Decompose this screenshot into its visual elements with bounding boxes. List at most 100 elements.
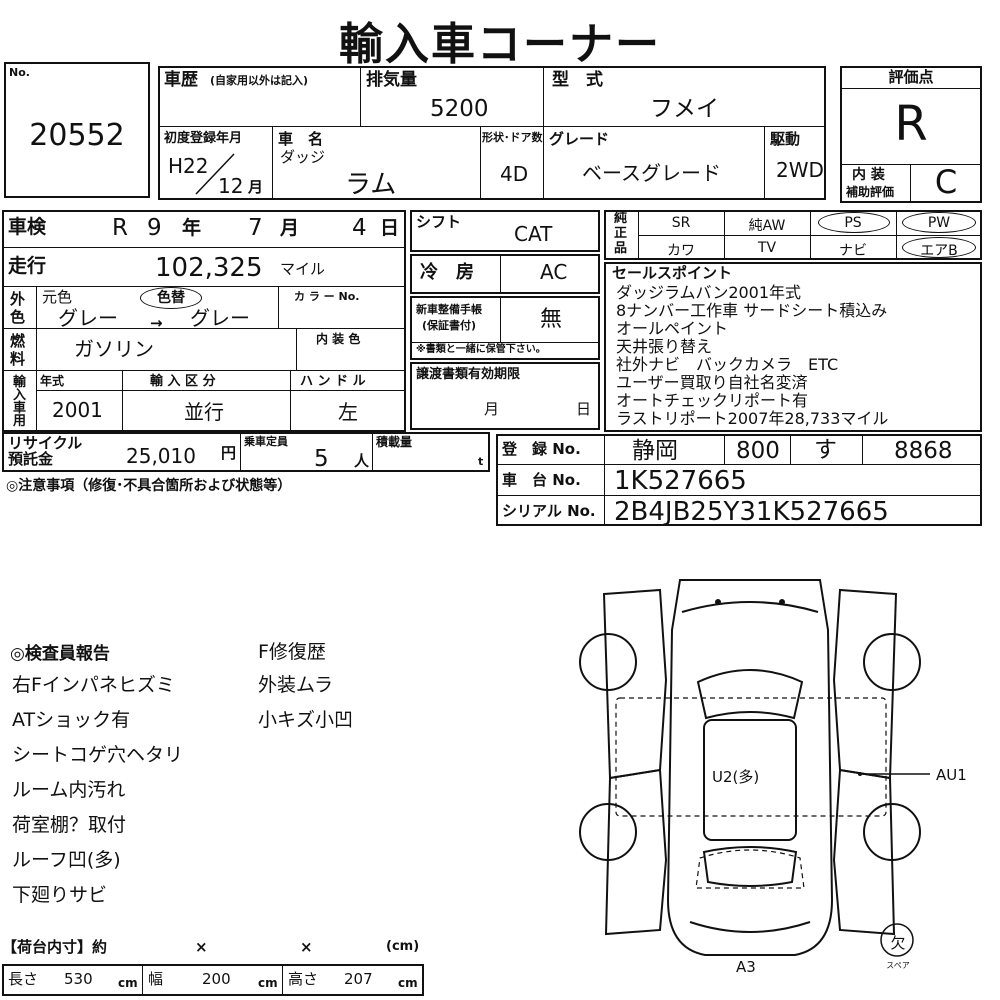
import-type-label: 輸 入 区 分 [150, 374, 216, 389]
evaluation-box [840, 66, 982, 203]
inspection-year-unit: 年 [182, 217, 202, 239]
load-unit: t [478, 455, 484, 468]
sales-point: オートチェックリポート有 [616, 391, 809, 410]
report-item: 右Fインパネヒズミ [12, 674, 175, 696]
recycle-box [2, 432, 490, 472]
cargo-height-unit: cm [398, 976, 418, 990]
inspection-year: 9 [147, 215, 162, 241]
load-label: 積載量 [376, 435, 413, 449]
evaluation-label: 評価点 [888, 68, 934, 86]
inspector-report-label: ◎検査員報告 [10, 644, 110, 664]
evaluation-score: R [894, 96, 928, 152]
first-reg-year: H22 [168, 154, 209, 178]
equip-side-3: 品 [614, 241, 628, 256]
handle-value: 左 [338, 400, 358, 424]
cargo-length-unit: cm [118, 976, 138, 990]
car-name: ラム [345, 170, 397, 200]
drive-value: 2WD [776, 158, 824, 182]
cargo-width-unit: cm [258, 976, 278, 990]
import-side-4: 用 [13, 414, 27, 429]
transfer-docs-box [410, 362, 600, 430]
equip-sr: SR [671, 215, 691, 231]
sales-point: ユーザー買取り自社名変済 [616, 373, 808, 392]
repaint-label: 色替 [157, 290, 185, 306]
equip-airbag: エアB [920, 243, 958, 259]
repaint-circle [140, 287, 202, 309]
registration-label: 登 録 No. [502, 440, 581, 458]
history-label: 車歴 [164, 70, 198, 90]
diagram-side-mark: AU1 [936, 766, 967, 784]
maintenance-label-2: (保証書付) [422, 319, 477, 332]
interior-label-2: 補助評価 [846, 185, 895, 199]
car-diagram [579, 579, 930, 957]
cargo-x2: × [300, 938, 313, 956]
spec-box [2, 210, 406, 432]
transfer-month-unit: 月 [484, 400, 500, 418]
inspection-label: 車検 [8, 216, 47, 238]
import-side-2: 入 [13, 388, 27, 403]
shift-value: CAT [514, 222, 553, 246]
maintenance-value: 無 [540, 307, 563, 332]
displacement-label: 排気量 [366, 70, 417, 90]
model-type-label: 型 式 [552, 70, 603, 90]
lot-number-box [4, 62, 150, 198]
cargo-width-label: 幅 [148, 970, 164, 988]
car-name-label: 車 名 [278, 130, 324, 148]
equip-ps: PS [844, 215, 862, 231]
report-item: 下廻りサビ [12, 884, 108, 906]
sales-point: 8ナンバー工作車 サードシート積込み [616, 301, 888, 320]
report-item: ATショック有 [12, 709, 131, 731]
chassis-value: 1K527665 [614, 466, 747, 496]
capacity-label: 乗車定員 [244, 435, 288, 448]
chassis-label: 車 台 No. [502, 471, 581, 489]
aircon-value: AC [540, 260, 568, 284]
cargo-x1: × [195, 938, 208, 956]
handle-label: ハ ン ド ル [300, 374, 366, 389]
cargo-height: 207 [344, 970, 373, 988]
lot-number: 20552 [29, 118, 125, 153]
model-year-label: 年式 [40, 374, 65, 388]
maintenance-note: ※書類と一緒に保管下さい。 [416, 344, 546, 355]
cargo-box [2, 964, 424, 996]
mileage-label: 走行 [8, 255, 47, 277]
grade-label: グレード [549, 130, 610, 148]
car-maker: ダッジ [280, 148, 326, 166]
equip-navi: ナビ [839, 243, 867, 259]
ext-color-label-2: 色 [10, 308, 26, 326]
capacity-unit: 人 [354, 452, 370, 470]
displacement-value: 5200 [430, 96, 489, 122]
report-item: 外装ムラ [258, 674, 334, 696]
equip-alloy-wheel: 純AW [748, 218, 786, 234]
original-color-label: 元色 [42, 288, 73, 306]
shift-box [410, 210, 600, 252]
interior-score: C [934, 163, 958, 201]
equip-tv: TV [757, 240, 777, 256]
sales-point: ラストリポート2007年28,733マイル [616, 409, 889, 428]
capacity-value: 5 [314, 446, 329, 472]
history-note: (自家用以外は記入) [210, 74, 309, 87]
registration-box [496, 434, 982, 526]
first-reg-month: 12 [218, 174, 244, 198]
caution-label: ◎注意事項（修復･不具合箇所および状態等） [6, 478, 292, 494]
registration-kana: す [814, 437, 837, 463]
color-no-label: カ ラ ー No. [294, 290, 360, 303]
registration-class: 800 [736, 438, 780, 464]
sales-points-list: ダッジラムバン2001年式 8ナンバー工作車 サードシート積込み オールペイント… [616, 284, 888, 428]
recycle-label-1: リサイクル [8, 434, 83, 452]
maintenance-box [410, 296, 600, 360]
page-title: 輸入車コーナー [339, 19, 661, 70]
equip-pw-circle [902, 212, 976, 233]
equip-airbag-circle [902, 237, 976, 258]
equip-side-1: 純 [614, 211, 628, 226]
color-arrow: → [150, 314, 163, 332]
recycle-label-2: 預託金 [8, 450, 54, 468]
sales-point: 天井張り替え [616, 337, 713, 356]
shift-label: シフト [416, 213, 462, 231]
report-item: ルーフ凹(多) [12, 849, 121, 871]
mileage-unit: マイル [280, 260, 326, 278]
diagram-rear-mark: A3 [736, 958, 756, 976]
doors-value: 4D [500, 162, 529, 186]
transfer-docs-label: 譲渡書類有効期限 [416, 367, 521, 382]
ext-color-label-1: 外 [10, 290, 26, 308]
spare-caption: スペア [886, 961, 910, 970]
